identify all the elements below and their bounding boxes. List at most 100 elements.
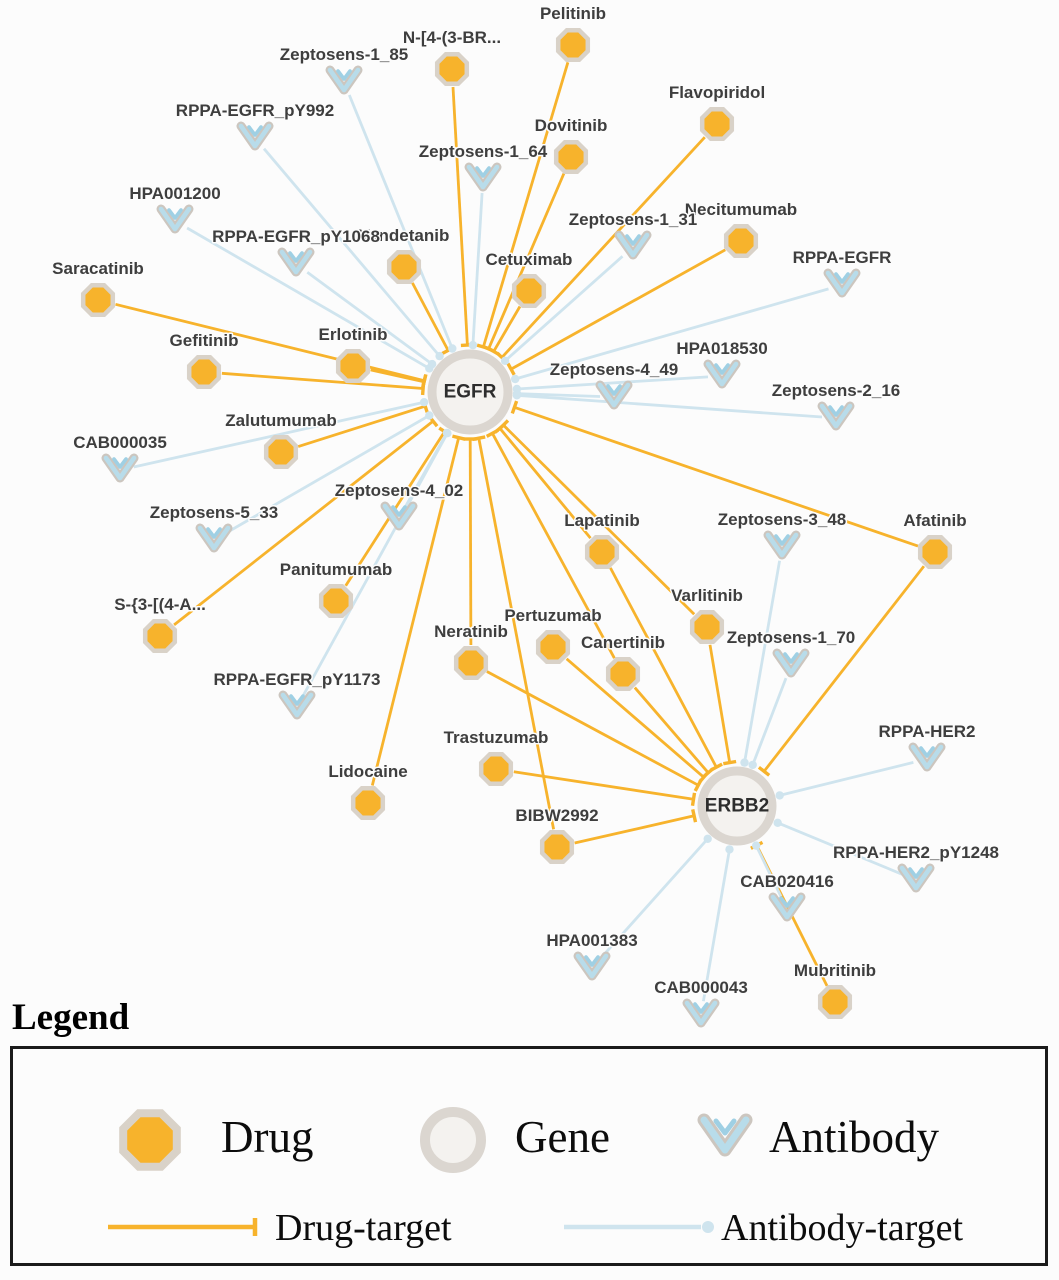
node-label: Varlitinib	[671, 586, 743, 605]
antibody-target-edge	[133, 400, 425, 469]
drug-node[interactable]	[555, 27, 591, 63]
node-label: Panitumumab	[280, 560, 392, 579]
gene-circle-icon	[427, 349, 513, 435]
drug-node[interactable]	[142, 618, 178, 654]
node-label: Erlotinib	[319, 325, 388, 344]
drug-target-edge	[500, 136, 706, 359]
antibody-chevron-notch	[834, 272, 850, 284]
antibody-node[interactable]	[325, 65, 363, 95]
drug-node[interactable]	[80, 282, 116, 318]
drug-node[interactable]	[350, 785, 386, 821]
drug-octagon-icon	[318, 583, 354, 619]
drug-edge-tee	[487, 346, 501, 357]
legend-gene-label: Gene	[515, 1112, 610, 1162]
antibody-edge-dot	[511, 374, 520, 384]
drug-octagon-icon	[186, 354, 222, 390]
antibody-edge-dot	[725, 845, 734, 854]
antibody-edge-dot	[427, 359, 437, 369]
antibody-node[interactable]	[908, 742, 946, 772]
node-label: Mubritinib	[794, 961, 876, 980]
drug-node[interactable]	[917, 534, 953, 570]
drug-node[interactable]	[335, 348, 371, 384]
antibody-node[interactable]	[156, 204, 194, 234]
antibody-node[interactable]	[236, 121, 274, 151]
drug-edge-tee	[451, 434, 466, 441]
node-label: CAB020416	[740, 872, 834, 891]
antibody-node[interactable]	[195, 523, 233, 553]
drug-node[interactable]	[605, 656, 641, 692]
drug-node[interactable]	[511, 273, 547, 309]
legend-drug-target-label: Drug-target	[275, 1207, 452, 1249]
antibody-chevron-fill	[765, 532, 799, 558]
drug-node[interactable]	[318, 583, 354, 619]
node-label: Zeptosens-1_85	[280, 45, 409, 64]
antibody-node[interactable]	[768, 892, 806, 922]
antibody-target-edge	[186, 226, 431, 370]
gene-label: EGFR	[444, 382, 497, 403]
drug-node[interactable]	[699, 106, 735, 142]
node-label: Zeptosens-5_33	[150, 503, 279, 522]
drug-node[interactable]	[453, 645, 489, 681]
antibody-target-edge	[516, 392, 601, 398]
drug-octagon-icon	[605, 656, 641, 692]
antibody-edge-dot	[752, 841, 761, 850]
antibody-node[interactable]	[614, 230, 652, 260]
antibody-node[interactable]	[817, 401, 855, 431]
drug-node[interactable]	[186, 354, 222, 390]
drug-octagon-icon	[689, 609, 725, 645]
node-label: Zeptosens-4_02	[335, 481, 464, 500]
drug-target-edge	[498, 427, 592, 539]
antibody-node[interactable]	[101, 453, 139, 483]
drug-node[interactable]	[386, 249, 422, 285]
drug-octagon-icon	[723, 223, 759, 259]
drug-node[interactable]	[553, 139, 589, 175]
drug-octagon-icon	[555, 27, 591, 63]
antibody-chevron-fill	[616, 232, 650, 258]
label-layer: PelitinibN-[4-(3-BR...DovitinibFlavopiri…	[51, 3, 1001, 999]
drug-target-edge	[370, 368, 425, 384]
antibody-node[interactable]	[278, 690, 316, 720]
drug-target-edge	[513, 770, 694, 801]
antibody-node[interactable]	[763, 530, 801, 560]
antibody-chevron-fill	[575, 953, 609, 979]
antibody-chevron-notch	[584, 955, 600, 967]
antibody-target-edge	[504, 255, 624, 362]
node-label: Zeptosens-4_49	[550, 360, 679, 379]
drug-edge-tee	[690, 792, 697, 806]
antibody-chevron-notch	[693, 1002, 709, 1014]
drug-node[interactable]	[584, 534, 620, 570]
antibody-chevron-notch	[247, 125, 263, 137]
gene-node-icon	[420, 1107, 486, 1173]
antibody-node[interactable]	[380, 501, 418, 531]
antibody-node[interactable]	[897, 863, 935, 893]
drug-node[interactable]	[434, 51, 470, 87]
antibody-chevron-notch	[606, 384, 622, 396]
drug-target-edge	[477, 437, 555, 830]
antibody-node[interactable]	[595, 380, 633, 410]
gene-node[interactable]: ERBB2	[697, 766, 777, 846]
antibody-target-edge	[516, 375, 709, 391]
legend-antibody-target-label: Antibody-target	[721, 1207, 964, 1249]
antibody-node[interactable]	[823, 268, 861, 298]
node-label: Zeptosens-1_70	[727, 628, 856, 647]
node-label: Neratinib	[434, 622, 508, 641]
drug-node[interactable]	[478, 751, 514, 787]
drug-node[interactable]	[817, 984, 853, 1020]
antibody-node[interactable]	[277, 247, 315, 277]
antibody-node[interactable]	[682, 998, 720, 1028]
antibody-chevron-notch	[779, 896, 795, 908]
antibody-node[interactable]	[573, 951, 611, 981]
drug-node[interactable]	[535, 629, 571, 665]
antibody-node[interactable]	[772, 648, 810, 678]
drug-node[interactable]	[723, 223, 759, 259]
node-label: RPPA-EGFR_pY992	[176, 101, 334, 120]
drug-node[interactable]	[263, 434, 299, 470]
gene-node[interactable]: EGFR	[427, 349, 513, 435]
drug-node[interactable]	[539, 829, 575, 865]
antibody-target-edge	[779, 761, 914, 797]
drug-node[interactable]	[689, 609, 725, 645]
antibody-node[interactable]	[464, 162, 502, 192]
node-label: S-{3-[(4-A...	[114, 595, 206, 614]
antibody-node[interactable]	[703, 359, 741, 389]
node-label: HPA001200	[129, 184, 220, 203]
